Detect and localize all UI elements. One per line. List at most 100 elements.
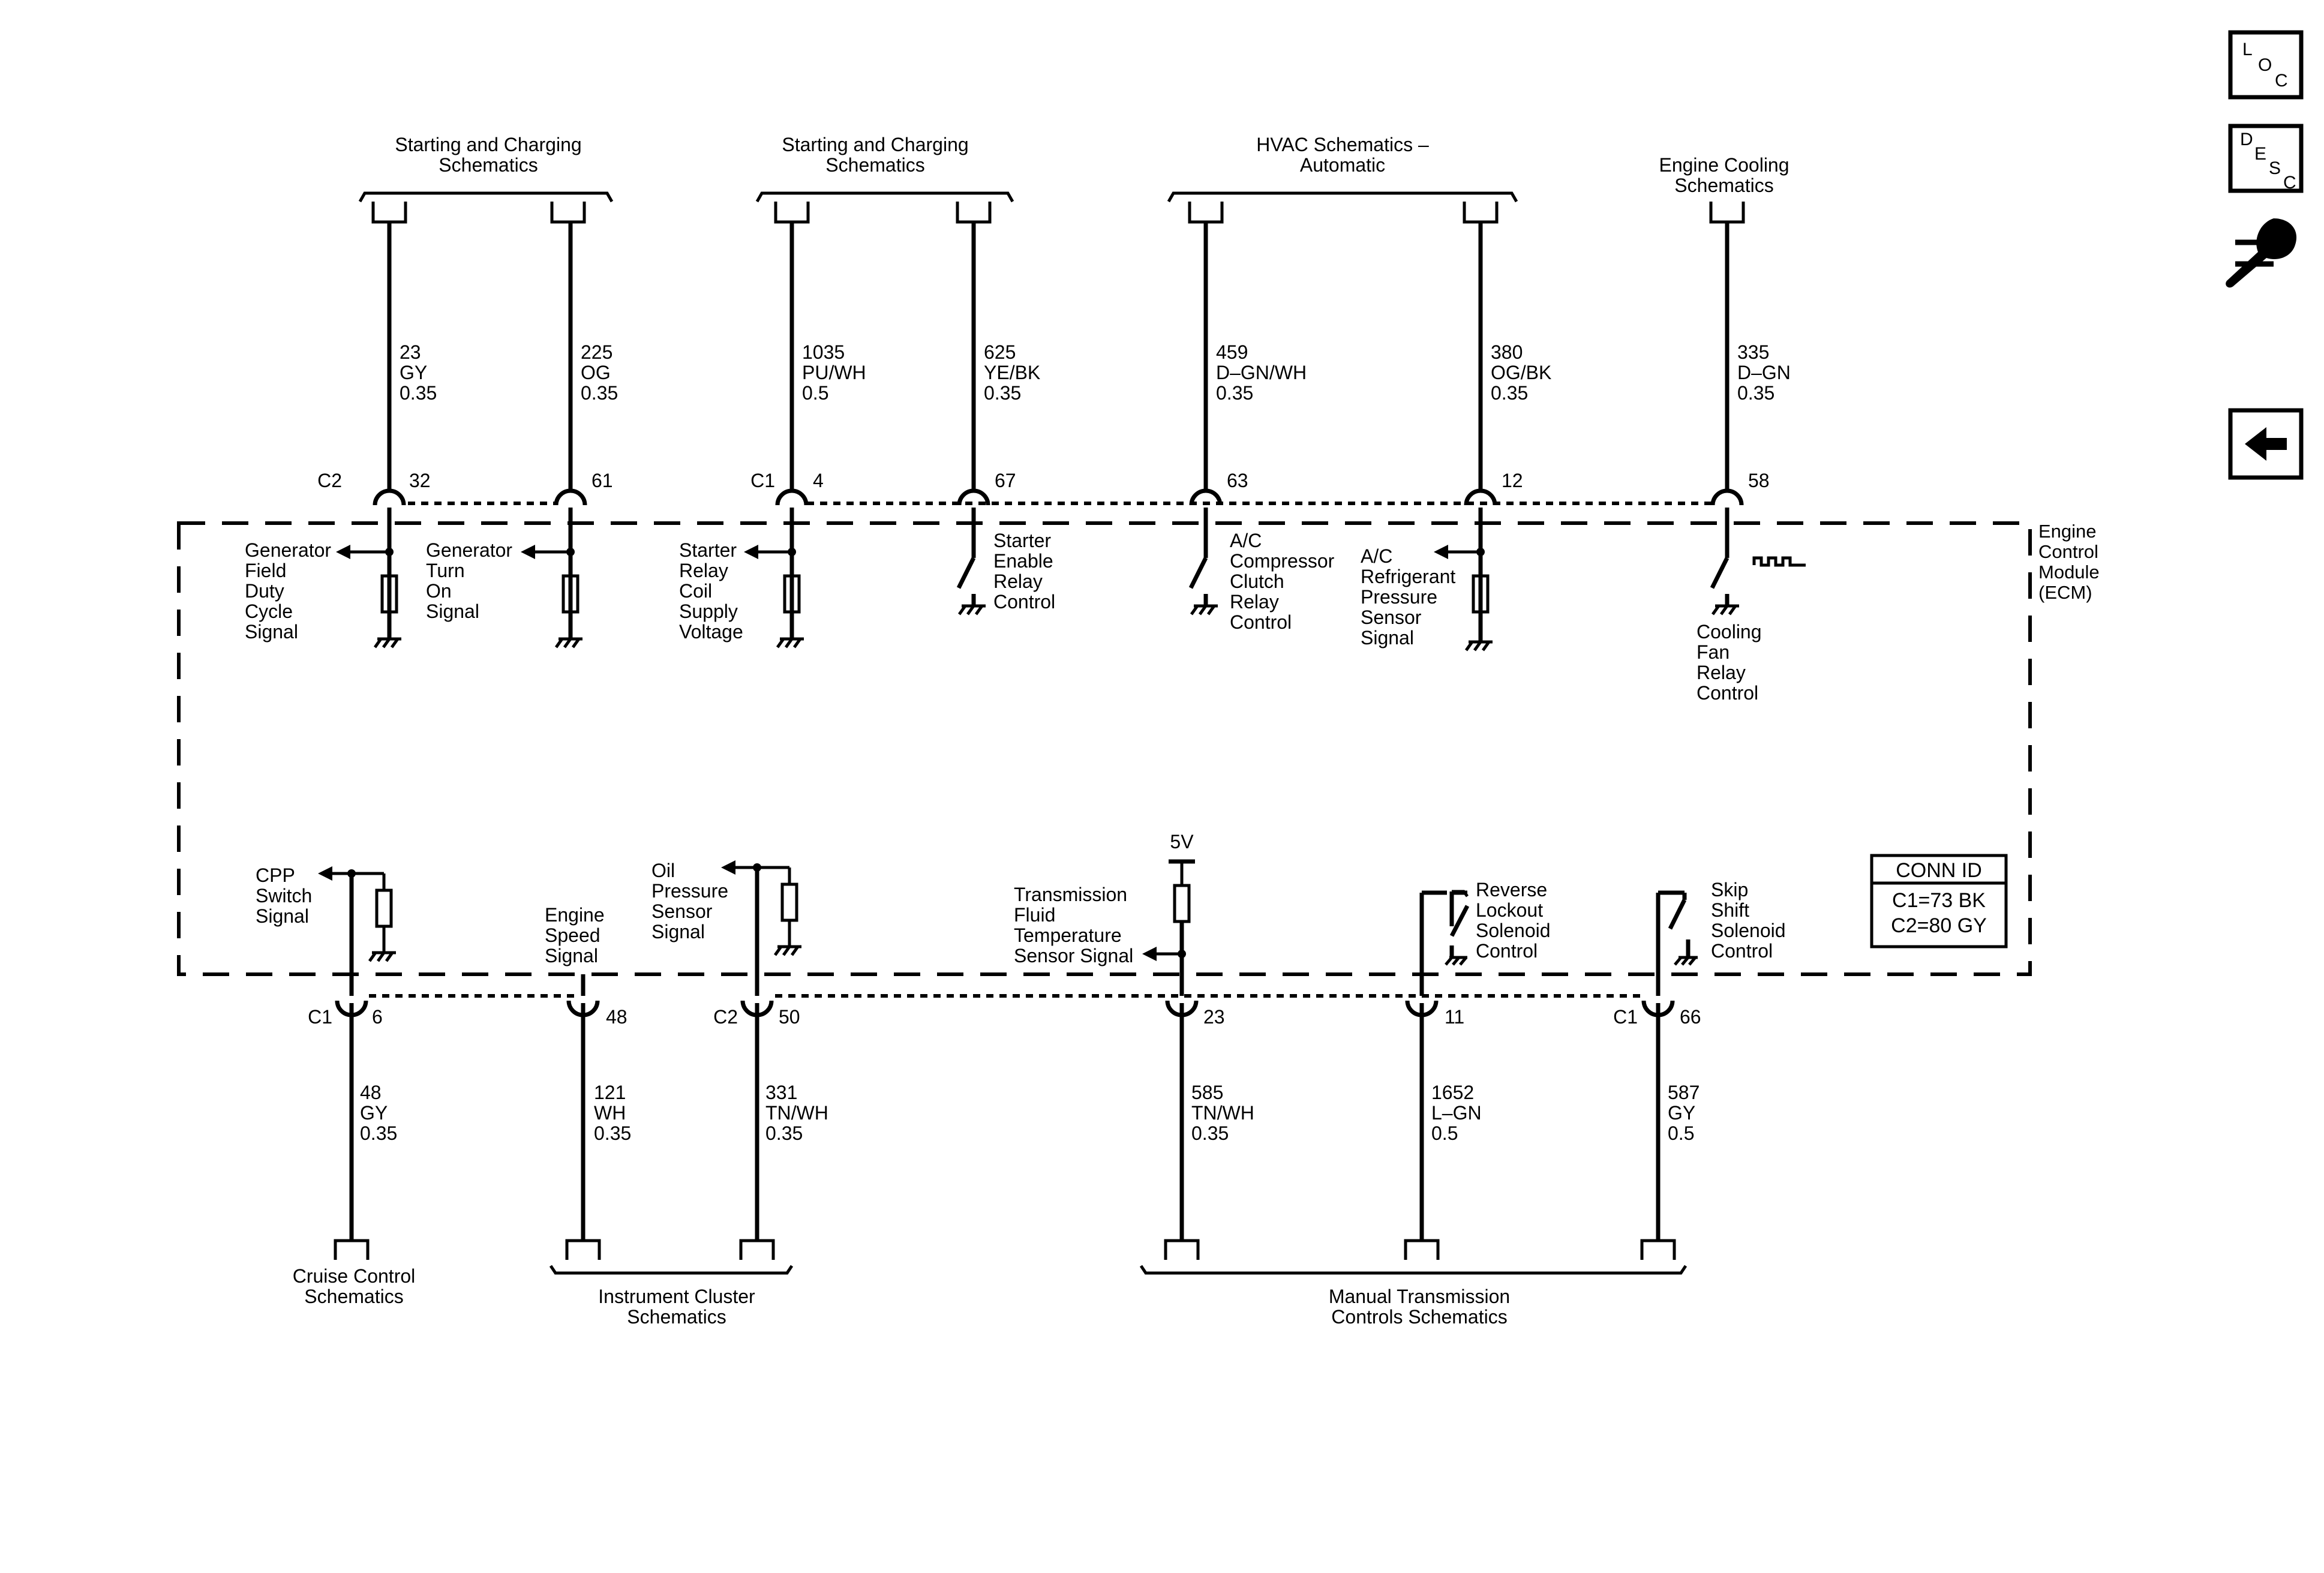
signal-label: Control <box>993 591 1055 613</box>
conn-id-row: C2=80 GY <box>1891 914 1987 937</box>
wire-gauge: 0.35 <box>765 1122 803 1144</box>
group-label-line: Schematics <box>304 1286 403 1307</box>
group-instrument-cluster[interactable]: Instrument Cluster Schematics <box>549 1265 794 1328</box>
wire-gauge: 0.5 <box>1431 1122 1458 1144</box>
connector-id: C1 <box>1613 1006 1638 1028</box>
signal-label: Transmission <box>1014 884 1127 905</box>
signal-label: Temperature <box>1014 924 1122 946</box>
signal-label: Relay <box>679 560 728 581</box>
wire-gauge: 0.5 <box>1668 1122 1694 1144</box>
group-manual-transmission-controls[interactable]: Manual Transmission Controls Schematics <box>1139 1265 1688 1328</box>
group-cruise-control[interactable]: Cruise Control Schematics <box>293 1265 416 1307</box>
signal-label: Compressor <box>1230 550 1335 572</box>
signal-label: Sensor <box>651 900 713 922</box>
signal-label: Clutch <box>1230 571 1284 592</box>
wire-color: WH <box>594 1102 626 1124</box>
circuit-engine-speed[interactable]: 48 121 WH 0.35 Engine Speed Signal <box>545 904 631 1260</box>
group-label-line: Starting and Charging <box>395 134 581 155</box>
pin-number: 4 <box>813 470 824 491</box>
signal-label: Voltage <box>679 621 743 643</box>
circuit-generator-field[interactable]: C2 32 23 GY 0.35 Generator Field Duty Cy… <box>245 222 437 649</box>
circuit-starter-relay-coil[interactable]: C1 4 1035 PU/WH 0.5 Starter Relay Coil S… <box>679 222 866 649</box>
pwm-waveform-icon <box>1752 556 1806 567</box>
wire-gauge: 0.35 <box>400 382 437 404</box>
signal-label: Sensor Signal <box>1014 945 1133 966</box>
circuit-cpp-switch[interactable]: C1 6 48 GY 0.35 CPP Switch Signal <box>256 864 397 1260</box>
signal-label: Control <box>1711 940 1773 962</box>
signal-label: Sensor <box>1361 607 1422 628</box>
circuit-generator-turn-on[interactable]: 61 225 OG 0.35 Generator Turn On Signal <box>426 222 618 649</box>
signal-label: Signal <box>245 621 298 643</box>
signal-label: Supply <box>679 601 738 622</box>
group-label-line: Manual Transmission <box>1329 1286 1510 1307</box>
circuit-cooling-fan-relay[interactable]: 58 335 D–GN 0.35 Cooling Fan Relay Contr… <box>1697 222 1806 704</box>
circuit-skip-shift-solenoid[interactable]: C1 66 587 GY 0.5 Skip Shift Solenoid Con… <box>1613 879 1786 1260</box>
circuit-oil-pressure[interactable]: C2 50 331 TN/WH 0.35 Oil Pressure Sensor… <box>651 860 828 1260</box>
circuit-ac-refrigerant-pressure[interactable]: 12 380 OG/BK 0.35 A/C Refrigerant Pressu… <box>1361 222 1551 652</box>
signal-label: Signal <box>545 945 598 966</box>
wire-color: D–GN <box>1737 362 1791 383</box>
signal-label: Generator <box>245 539 331 561</box>
wire-color: GY <box>1668 1102 1695 1124</box>
signal-label: Enable <box>993 550 1053 572</box>
wire-color: OG <box>581 362 611 383</box>
wire-color: D–GN/WH <box>1216 362 1307 383</box>
desc-letter: C <box>2283 173 2296 193</box>
signal-label: Fan <box>1697 641 1730 663</box>
signal-label: Cycle <box>245 601 293 622</box>
supply-voltage-label: 5V <box>1170 831 1194 852</box>
signal-label: Control <box>1697 682 1758 704</box>
back-button[interactable] <box>2228 408 2304 480</box>
signal-label: Refrigerant <box>1361 566 1455 587</box>
wire-color: TN/WH <box>765 1102 828 1124</box>
signal-label: A/C <box>1361 545 1392 567</box>
signal-label: Switch <box>256 885 312 906</box>
wire-circuit: 331 <box>765 1082 797 1103</box>
pin-number: 58 <box>1748 470 1770 491</box>
pin-number: 6 <box>372 1006 383 1028</box>
diagnostic-wrench-icon[interactable] <box>2226 218 2297 288</box>
signal-label: Control <box>1476 940 1538 962</box>
signal-label: Generator <box>426 539 512 561</box>
group-label-line: Automatic <box>1300 154 1385 176</box>
desc-button[interactable]: D E S C <box>2228 124 2304 193</box>
connector-id: C1 <box>308 1006 332 1028</box>
pin-number: 61 <box>591 470 613 491</box>
signal-label: Solenoid <box>1476 920 1551 941</box>
group-starting-charging-2[interactable]: Starting and Charging Schematics <box>755 134 1014 224</box>
circuit-starter-enable-relay[interactable]: 67 625 YE/BK 0.35 Starter Enable Relay C… <box>956 222 1055 616</box>
wire-gauge: 0.35 <box>581 382 618 404</box>
circuit-ac-compressor-relay[interactable]: 63 459 D–GN/WH 0.35 A/C Compressor Clutc… <box>1188 222 1335 633</box>
conn-id-title: CONN ID <box>1896 859 1982 882</box>
circuit-reverse-lockout-solenoid[interactable]: 11 1652 L–GN 0.5 Reverse Lockout Solenoi… <box>1404 879 1551 1260</box>
group-label-line: Schematics <box>627 1306 726 1328</box>
pin-number: 67 <box>995 470 1016 491</box>
wire-gauge: 0.5 <box>802 382 828 404</box>
desc-letter: D <box>2240 130 2253 149</box>
signal-label: Engine <box>545 904 605 926</box>
wire-gauge: 0.35 <box>360 1122 397 1144</box>
group-label-line: HVAC Schematics – <box>1256 134 1429 155</box>
wire-gauge: 0.35 <box>1737 382 1774 404</box>
group-label-line: Schematics <box>1674 175 1773 196</box>
wire-gauge: 0.35 <box>1191 1122 1229 1144</box>
circuit-transmission-fluid-temp[interactable]: 5V 23 585 TN/WH 0.35 Transmission Fluid … <box>1014 831 1254 1260</box>
module-label: Engine Control Module (ECM) <box>2038 521 2100 603</box>
loc-button[interactable]: L O C <box>2228 30 2304 100</box>
wire-circuit: 48 <box>360 1082 382 1103</box>
group-engine-cooling[interactable]: Engine Cooling Schematics <box>1659 154 1789 224</box>
signal-label: Oil <box>651 860 675 881</box>
signal-label: Turn <box>426 560 465 581</box>
loc-letter: O <box>2258 55 2272 75</box>
signal-label: Relay <box>993 571 1043 592</box>
module-label-line: Control <box>2038 541 2098 562</box>
connector-id: C2 <box>317 470 342 491</box>
signal-label: Shift <box>1711 899 1749 921</box>
wire-circuit: 1035 <box>802 341 845 363</box>
group-hvac-automatic[interactable]: HVAC Schematics – Automatic <box>1167 134 1518 224</box>
group-label-line: Schematics <box>825 154 924 176</box>
group-starting-charging-1[interactable]: Starting and Charging Schematics <box>358 134 614 224</box>
signal-label: Starter <box>679 539 737 561</box>
signal-label: CPP <box>256 864 295 886</box>
